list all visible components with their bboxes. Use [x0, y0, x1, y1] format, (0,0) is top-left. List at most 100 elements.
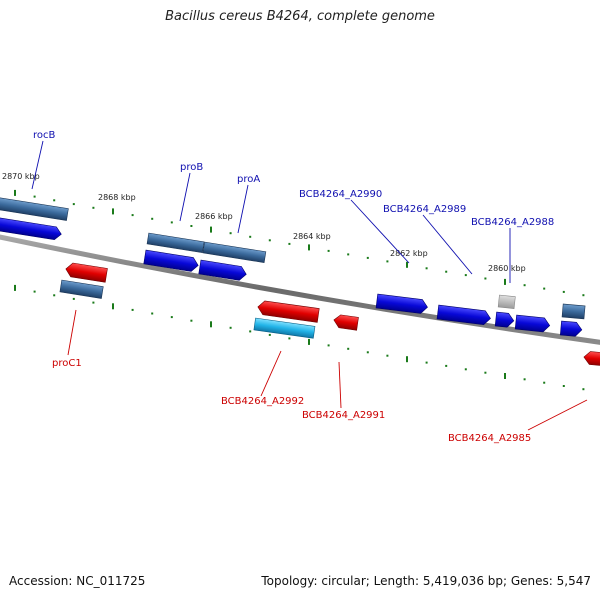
minor-tick	[366, 351, 369, 354]
minor-tick	[131, 214, 134, 217]
major-tick	[504, 278, 506, 285]
leader-BCB4264_A2991	[338, 361, 342, 409]
minor-tick	[386, 354, 389, 357]
gene-BCB4264_A2985[interactable]	[583, 351, 600, 367]
minor-tick	[33, 195, 36, 198]
minor-tick	[249, 330, 252, 333]
gene-BCB4264_A2992[interactable]	[253, 317, 316, 339]
gene-BCB4264_A2990[interactable]	[375, 293, 428, 314]
gene-proA[interactable]	[202, 241, 267, 263]
gene-proB[interactable]	[146, 232, 205, 254]
minor-tick	[582, 294, 585, 297]
minor-tick	[53, 294, 56, 297]
gene-label-proB: proB	[180, 162, 203, 173]
minor-tick	[131, 308, 134, 311]
minor-tick	[229, 326, 232, 329]
leader-rocB	[31, 140, 44, 190]
major-tick	[406, 356, 408, 363]
minor-tick	[268, 239, 271, 242]
minor-tick	[151, 312, 154, 315]
gene-block-blue-3[interactable]	[198, 259, 248, 281]
minor-tick	[170, 221, 173, 224]
minor-tick	[543, 287, 546, 290]
leader-BCB4264_A2990	[350, 199, 410, 264]
gene-label-proA: proA	[237, 174, 260, 185]
topology-text: Topology: circular; Length: 5,419,036 bp…	[261, 574, 591, 588]
leader-proC1	[67, 309, 77, 356]
major-tick	[504, 373, 506, 379]
genome-backbone	[0, 234, 600, 345]
minor-tick	[582, 388, 585, 391]
gene-block-steel-6[interactable]	[561, 303, 586, 320]
minor-tick	[366, 256, 369, 259]
gene-block-red-1[interactable]	[65, 262, 108, 283]
minor-tick	[92, 301, 95, 304]
gene-block-blue-2[interactable]	[143, 249, 200, 272]
gene-label-proC1: proC1	[52, 358, 82, 369]
gene-label-rocB: rocB	[33, 130, 56, 141]
minor-tick	[92, 206, 95, 209]
gene-block-blue-1[interactable]	[0, 216, 62, 241]
tick-label: 2860 kbp	[488, 264, 526, 273]
major-tick	[14, 284, 16, 291]
leader-proB	[179, 172, 191, 222]
gene-block-red-2[interactable]	[257, 300, 320, 323]
gene-label-BCB4264_A2985: BCB4264_A2985	[448, 433, 531, 444]
tick-label: 2868 kbp	[98, 193, 136, 202]
minor-tick	[562, 290, 565, 293]
leader-BCB4264_A2985	[527, 399, 588, 431]
major-tick	[112, 208, 114, 215]
minor-tick	[72, 297, 75, 300]
major-tick	[308, 244, 310, 251]
minor-tick	[445, 364, 448, 367]
major-tick	[308, 338, 310, 345]
minor-tick	[33, 290, 36, 293]
minor-tick	[190, 319, 193, 322]
minor-tick	[347, 347, 350, 350]
minor-tick	[288, 242, 291, 245]
leader-BCB4264_A2989	[422, 214, 473, 275]
gene-BCB4264_A2989[interactable]	[436, 304, 491, 325]
minor-tick	[523, 284, 526, 287]
gene-BCB4264_A2988[interactable]	[497, 294, 516, 309]
gene-block-blue-7[interactable]	[559, 320, 583, 337]
minor-tick	[464, 368, 467, 371]
minor-tick	[190, 225, 193, 227]
minor-tick	[484, 277, 487, 280]
tick-label: 2866 kbp	[195, 212, 233, 221]
major-tick	[14, 189, 16, 196]
gene-rocB[interactable]	[0, 196, 69, 221]
gene-BCB4264_A2991[interactable]	[333, 314, 359, 331]
leader-proA	[237, 184, 249, 234]
major-tick	[210, 226, 212, 233]
tick-label: 2862 kbp	[390, 249, 428, 258]
map-title: Bacillus cereus B4264, complete genome	[165, 9, 435, 24]
minor-tick	[229, 232, 232, 235]
minor-tick	[249, 235, 252, 238]
minor-tick	[562, 385, 565, 387]
minor-tick	[268, 333, 271, 336]
minor-tick	[170, 316, 173, 319]
leader-BCB4264_A2992	[260, 350, 282, 397]
gene-label-BCB4264_A2988: BCB4264_A2988	[471, 217, 554, 228]
gene-block-blue-5[interactable]	[514, 314, 551, 333]
minor-tick	[288, 337, 291, 340]
minor-tick	[425, 267, 428, 270]
gene-proC1[interactable]	[59, 279, 104, 299]
accession-text: Accession: NC_011725	[9, 574, 146, 588]
inner-tick-row	[14, 284, 585, 391]
minor-tick	[347, 253, 350, 256]
minor-tick	[543, 381, 546, 384]
minor-tick	[327, 249, 330, 252]
minor-tick	[484, 371, 487, 374]
gene-label-BCB4264_A2990: BCB4264_A2990	[299, 189, 382, 200]
gene-block-blue-4[interactable]	[494, 311, 515, 328]
gene-label-BCB4264_A2992: BCB4264_A2992	[221, 396, 304, 407]
minor-tick	[425, 361, 428, 364]
minor-tick	[464, 274, 467, 277]
tick-label: 2870 kbp	[2, 172, 40, 181]
major-tick	[112, 303, 114, 310]
tick-label: 2864 kbp	[293, 232, 331, 241]
minor-tick	[72, 203, 75, 206]
